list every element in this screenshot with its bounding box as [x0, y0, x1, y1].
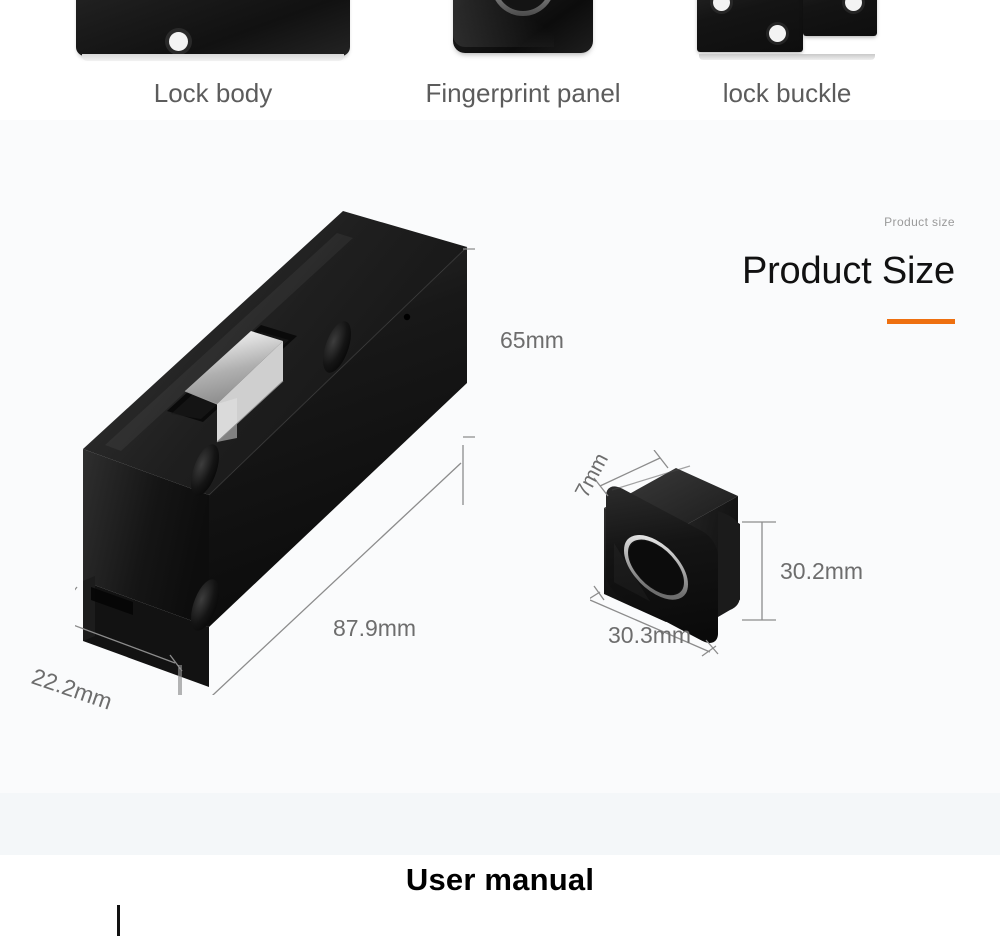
parts-thumbnail-strip: Lock body Fingerprint panel lock buckle — [0, 0, 1000, 120]
fingerprint-sensor-ring-icon — [491, 0, 555, 16]
lock-buckle-thumbnail-image — [697, 0, 877, 60]
caption-lock-buckle: lock buckle — [722, 78, 852, 108]
section-divider-band — [0, 793, 1000, 855]
lock-body-3d-render: 65mm 87.9mm 22.2mm — [29, 195, 564, 715]
lock-buckle-screw-hole-icon — [769, 25, 786, 42]
dimension-label-width-30-3mm: 30.3mm — [608, 622, 692, 648]
text-cursor-marker — [117, 905, 120, 936]
lock-body-thumbnail-image — [76, 0, 350, 61]
dimension-label-height-65mm: 65mm — [500, 327, 564, 353]
lock-buckle-right-plate — [803, 0, 877, 36]
lock-buckle-screw-hole-icon — [713, 0, 730, 11]
dimension-label-height-30-2mm: 30.2mm — [780, 558, 864, 584]
fingerprint-panel-gloss-highlight — [453, 0, 554, 47]
lock-body-screw-hole-icon — [169, 32, 188, 51]
product-size-title: Product Size — [741, 250, 955, 292]
lock-buckle-left-plate — [697, 0, 803, 52]
caption-fingerprint-panel: Fingerprint panel — [425, 78, 621, 108]
lock-buckle-base-edge — [699, 54, 875, 60]
product-size-heading-block: Product size Product Size — [700, 215, 955, 324]
fingerprint-panel-thumbnail-image — [453, 0, 593, 53]
product-size-eyebrow-label: Product size — [884, 215, 955, 229]
lock-body-base-edge — [82, 54, 344, 61]
user-manual-section: User manual — [0, 855, 1000, 936]
dimension-label-length-87-9mm: 87.9mm — [333, 615, 417, 641]
fingerprint-panel-3d-render: 7mm 30.2mm 30.3mm — [571, 450, 863, 670]
lock-buckle-screw-hole-icon — [845, 0, 862, 11]
user-manual-title: User manual — [405, 862, 595, 897]
product-size-section: Product size Product Size — [0, 120, 1000, 793]
orange-accent-bar — [887, 318, 955, 324]
caption-lock-body: Lock body — [153, 78, 273, 108]
